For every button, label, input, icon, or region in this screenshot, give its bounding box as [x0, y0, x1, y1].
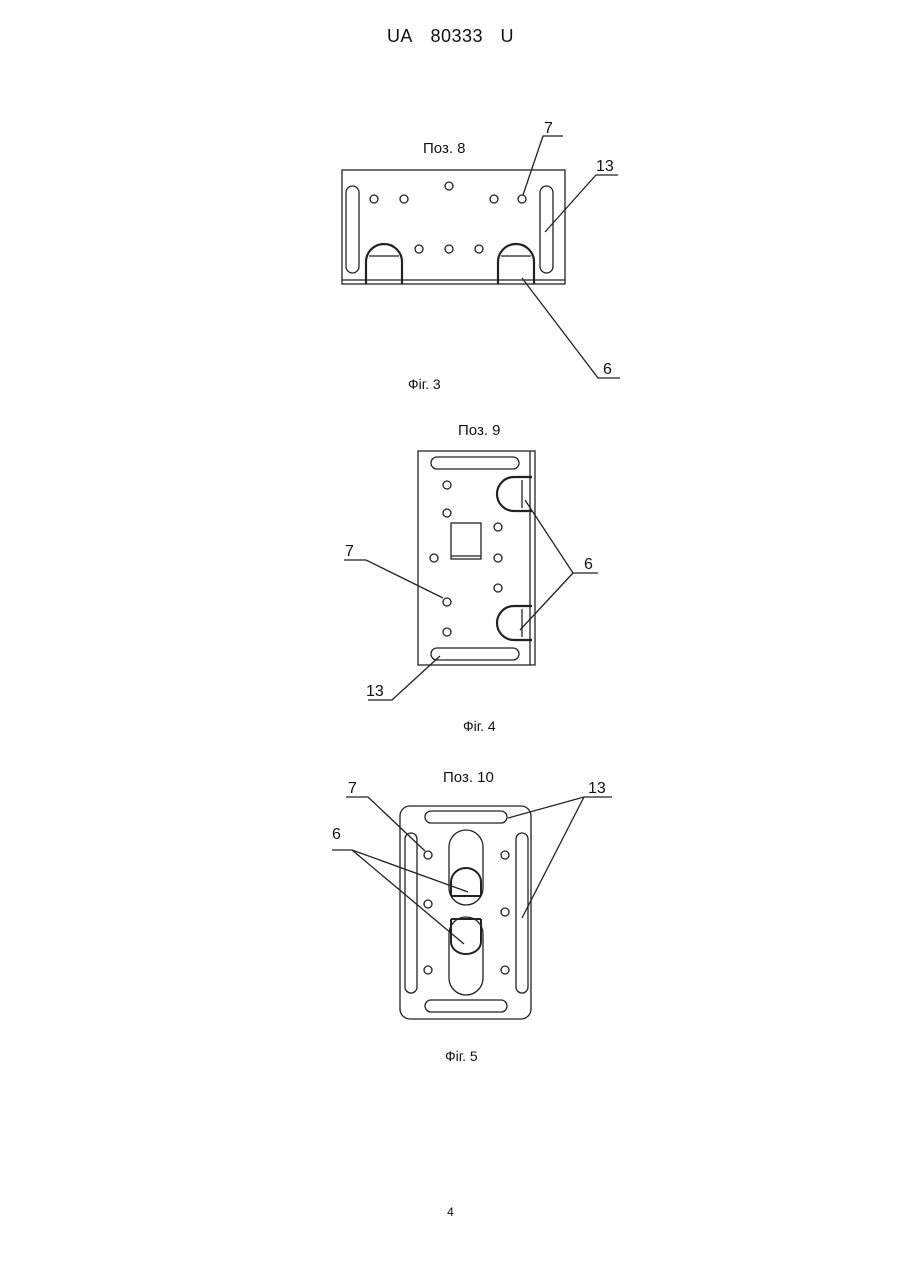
figure-3-caption: Фіг. 3	[408, 376, 441, 392]
hole	[415, 245, 423, 253]
square-window	[451, 523, 481, 559]
hole	[501, 966, 509, 974]
leader-7	[523, 136, 563, 195]
hole	[445, 182, 453, 190]
hole	[518, 195, 526, 203]
hole	[424, 851, 432, 859]
callout-13: 13	[588, 780, 606, 797]
hole	[424, 966, 432, 974]
plate-outline	[400, 806, 531, 1019]
figure-3-plate: Поз. 8 7 13 6 Фіг. 3	[342, 120, 620, 392]
plate-outline	[418, 451, 535, 665]
hole	[424, 900, 432, 908]
figure-4-caption: Фіг. 4	[463, 718, 496, 734]
slot-top	[431, 457, 519, 469]
hole	[443, 598, 451, 606]
leader-6b	[352, 850, 464, 944]
callout-6: 6	[603, 361, 612, 378]
slot-left	[405, 833, 417, 993]
hole	[490, 195, 498, 203]
hole	[370, 195, 378, 203]
callout-13: 13	[596, 158, 614, 175]
page-number: 4	[0, 1205, 901, 1219]
hole	[400, 195, 408, 203]
callout-7: 7	[544, 120, 553, 137]
hook-top	[497, 477, 532, 511]
callout-6: 6	[332, 826, 341, 843]
slot-bottom	[425, 1000, 507, 1012]
figure-5-plate: Поз. 10 7 6 13 Фіг. 5	[332, 769, 612, 1064]
leader-6b	[520, 573, 573, 630]
hole	[494, 523, 502, 531]
callout-7: 7	[345, 543, 354, 560]
slot-top	[425, 811, 507, 823]
hole	[430, 554, 438, 562]
leader-7	[344, 560, 443, 598]
hole	[443, 509, 451, 517]
hole	[494, 584, 502, 592]
figure-5-position-label: Поз. 10	[443, 769, 494, 786]
hook-right	[498, 244, 534, 284]
hole	[443, 481, 451, 489]
figure-4-plate: Поз. 9 7 6 13 Фіг. 4	[344, 422, 598, 734]
hole	[501, 851, 509, 859]
slot-right	[516, 833, 528, 993]
hole	[445, 245, 453, 253]
figure-4-position-label: Поз. 9	[458, 422, 501, 439]
callout-13: 13	[366, 683, 384, 700]
hole	[494, 554, 502, 562]
opening-bottom	[449, 917, 483, 995]
slot-left	[346, 186, 359, 273]
leader-7	[346, 797, 425, 851]
hole	[475, 245, 483, 253]
figure-5-caption: Фіг. 5	[445, 1048, 478, 1064]
hook-left	[366, 244, 402, 284]
hole	[443, 628, 451, 636]
callout-6: 6	[584, 556, 593, 573]
slot-bottom	[431, 648, 519, 660]
figure-3-position-label: Поз. 8	[423, 140, 466, 157]
leader-13	[545, 175, 618, 232]
leader-13a	[508, 797, 612, 818]
hole	[501, 908, 509, 916]
callout-7: 7	[348, 780, 357, 797]
